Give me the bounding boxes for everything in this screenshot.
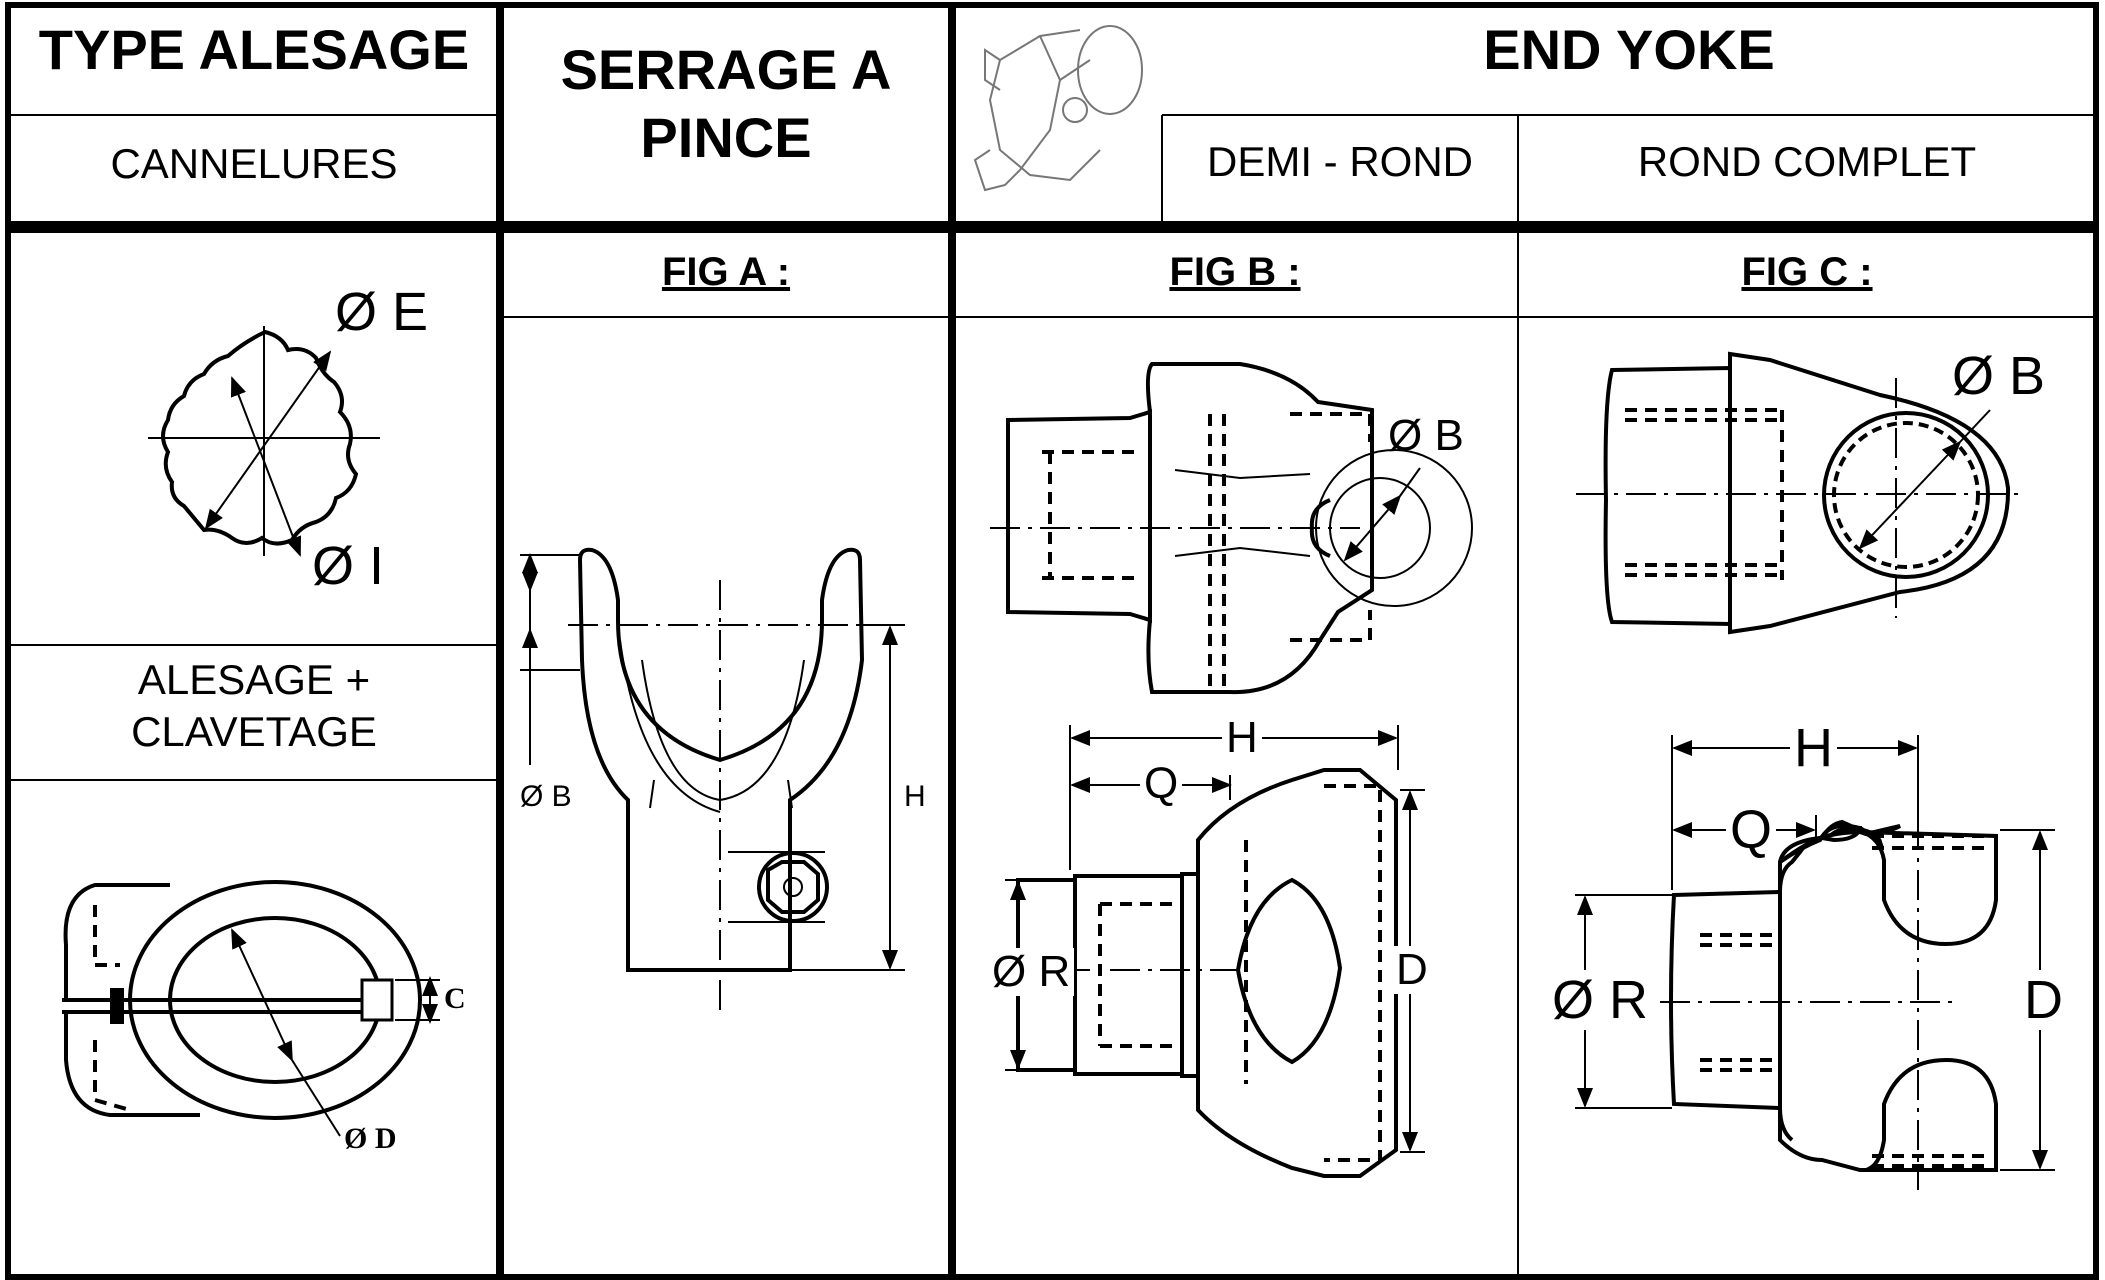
dim-b-fig-c-label: Ø B [1952, 346, 2046, 406]
dim-d-fig-c-label: D [2020, 970, 2067, 1030]
dim-b-fig-a-label: Ø B [520, 780, 572, 813]
fig-c-top-drawing [1576, 351, 2020, 635]
cannelures-label: CANNELURES [110, 140, 398, 187]
fig-b-top-drawing [990, 362, 1473, 695]
keyed-bore-drawing [62, 880, 440, 1137]
spline-drawing [148, 326, 380, 557]
alesage-label-line1: ALESAGE + [137, 656, 371, 703]
fig-b-bottom-drawing [1005, 725, 1425, 1178]
dim-q-fig-b-label: Q [1140, 760, 1183, 808]
dim-b-fig-b-label: Ø B [1388, 411, 1464, 460]
alesage-label-line2: CLAVETAGE [131, 708, 377, 755]
dim-c-label: C [444, 982, 466, 1015]
fig-a-title: FIG A : [661, 250, 791, 294]
dim-d-small-label: Ø D [344, 1122, 397, 1155]
dim-r-fig-c-label: Ø R [1548, 970, 1653, 1030]
end-yoke-thumbnail [973, 25, 1143, 192]
dim-h-fig-b-label: H [1222, 714, 1262, 762]
dim-r-fig-b-label: Ø R [988, 948, 1075, 996]
fig-c-title: FIG C : [1741, 250, 1873, 294]
dim-i-label: Ø I [312, 536, 385, 596]
end-yoke-title: END YOKE [1483, 18, 1775, 81]
serrage-title-line2: PINCE [640, 106, 812, 169]
dim-q-fig-c-label: Q [1726, 800, 1777, 860]
fig-b-title: FIG B : [1169, 250, 1301, 294]
type-alesage-title: TYPE ALESAGE [38, 18, 470, 81]
dim-h-fig-c-label: H [1790, 718, 1837, 778]
fig-c-bottom-drawing [1575, 735, 2055, 1190]
dim-h-fig-a-label: H [904, 780, 926, 813]
demi-rond-label: DEMI - ROND [1207, 138, 1473, 185]
table-grid [5, 2, 2099, 1280]
serrage-title-line1: SERRAGE A [560, 38, 892, 101]
dim-d-fig-b-label: D [1392, 946, 1432, 994]
dim-e-label: Ø E [335, 282, 429, 342]
fig-a-drawing [520, 547, 905, 1010]
rond-complet-label: ROND COMPLET [1637, 138, 1977, 185]
